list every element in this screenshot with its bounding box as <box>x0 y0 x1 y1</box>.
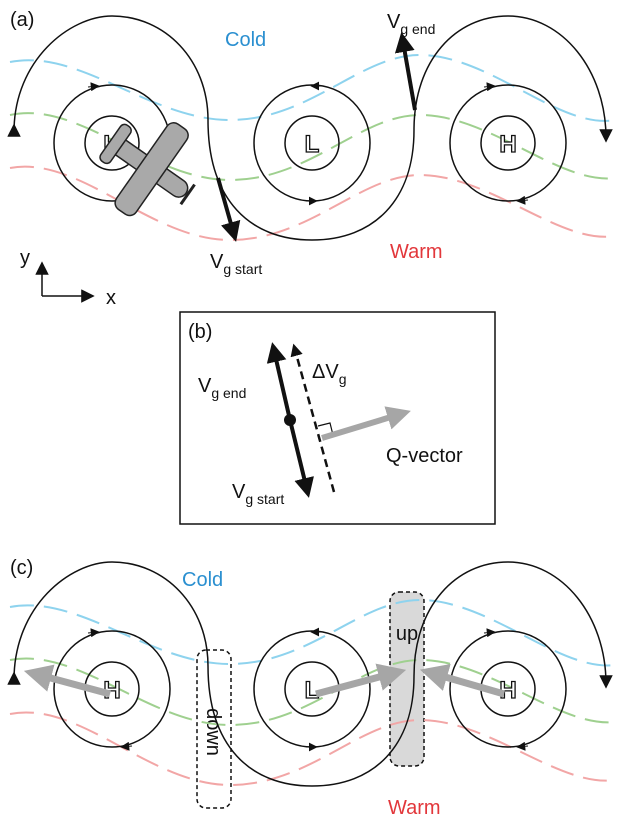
cold-label: Cold <box>225 29 266 51</box>
vg-start-label: Vg start <box>232 481 284 507</box>
parcel-dot <box>284 414 296 426</box>
circulation-arrow <box>483 628 496 638</box>
low-label: L <box>305 131 320 158</box>
up-label: up <box>396 623 418 645</box>
panel-b-frame <box>179 311 496 525</box>
warm-label: Warm <box>390 241 443 263</box>
panel-b: (b) Vg end Vg start ΔVg Q-vector <box>179 311 496 525</box>
warm-isotherm <box>9 165 616 242</box>
circulation-arrow <box>483 82 496 92</box>
panel-c-label: (c) <box>10 557 33 579</box>
mid-isotherm <box>9 112 616 182</box>
circulation-arrow <box>87 628 100 638</box>
right-angle-mark <box>317 422 334 436</box>
streamline <box>13 561 607 787</box>
axes-indicator: y x <box>20 247 116 309</box>
down-region <box>196 649 232 809</box>
vg-end-label: Vg end <box>198 375 246 401</box>
vg-start-label: Vg start <box>210 251 262 277</box>
q-vector-arrow <box>315 663 407 698</box>
vg-start-arrow <box>288 419 314 498</box>
up-region <box>389 591 425 767</box>
q-vector-label: Q-vector <box>386 445 463 467</box>
delta-vg-label: ΔVg <box>312 361 347 387</box>
high-label: H <box>103 677 120 704</box>
panel-a: (a) H L H <box>7 9 616 309</box>
streamline <box>13 15 607 241</box>
circulation-arrow <box>516 741 529 751</box>
q-vector-arrow <box>321 406 411 441</box>
mid-isotherm <box>9 657 616 727</box>
panel-c: (c) up down H L <box>7 557 616 819</box>
high-label: H <box>499 131 516 158</box>
low-pressure-system: L <box>253 627 371 752</box>
low-pressure-system: L <box>253 81 371 206</box>
circulation-arrow <box>87 82 100 92</box>
y-axis-label: y <box>20 247 30 269</box>
warm-label: Warm <box>388 797 441 819</box>
panel-a-label: (a) <box>10 9 34 31</box>
vg-end-arrow <box>394 32 417 111</box>
circulation-arrow <box>516 195 529 205</box>
vg-start-arrow <box>216 177 241 242</box>
q-vector-arrow <box>23 664 111 698</box>
warm-isotherm <box>9 711 616 787</box>
q-vector-arrow <box>419 664 505 698</box>
low-label: L <box>305 677 320 704</box>
high-label: H <box>499 677 516 704</box>
circulation-arrow <box>120 741 133 751</box>
cold-label: Cold <box>182 569 223 591</box>
cold-isotherm <box>9 598 616 667</box>
panel-b-label: (b) <box>188 321 212 343</box>
high-pressure-system-1: H <box>53 628 171 751</box>
vg-end-label: Vg end <box>387 11 435 37</box>
high-pressure-system-2: H <box>449 628 567 751</box>
x-axis-label: x <box>106 287 116 309</box>
vg-end-arrow <box>266 342 292 421</box>
down-label: down <box>202 708 224 756</box>
airplane-icon <box>99 122 196 217</box>
high-pressure-system-2: H <box>449 82 567 205</box>
